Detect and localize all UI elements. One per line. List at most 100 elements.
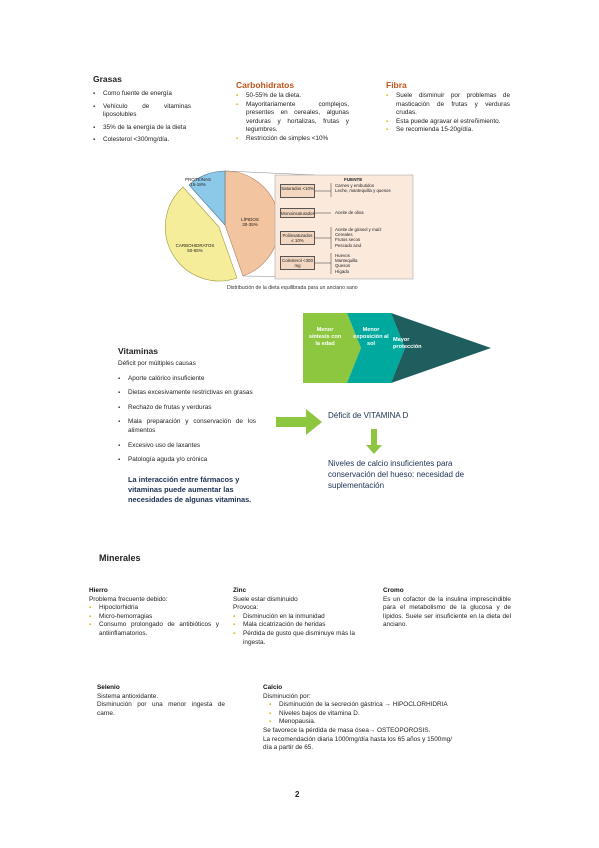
vitaminas-section: Vitaminas Déficit por múltiples causas A… (118, 346, 256, 505)
grasas-item: Como fuente de energía (93, 90, 191, 99)
cromo-title: Cromo (383, 587, 404, 594)
vitaminas-list: Aporte calórico insuficiente Dietas exce… (118, 375, 256, 465)
carbohidratos-item: Mayoritariamente complejos, presentes en… (236, 101, 349, 135)
calcio-line1: Se favorece la pérdida de masa ósea→ OST… (263, 726, 431, 734)
proteinas-value: 15-18% (190, 182, 206, 188)
calcio-item: Disminución de la secreción gástrica → H… (269, 701, 461, 710)
fat-type-box: Saturados <10% (280, 184, 315, 198)
food-item: Mantequilla (335, 258, 358, 264)
food-item: Cereales (335, 232, 353, 238)
hierro-intro: Problema frecuente debido: (89, 595, 168, 603)
chevron-1-text: Menor síntesis con la edad (308, 327, 342, 347)
vitaminas-item: Excesivo uso de laxantes (118, 442, 256, 451)
carbohidratos-section: Carbohidratos 50-55% de la dieta. Mayori… (236, 80, 349, 144)
proteinas-label-text: PROTEÍNAS (184, 177, 211, 182)
zinc-section: Zinc Suele estar disminuido Provoca: Dis… (233, 587, 357, 647)
zoom-line (224, 170, 316, 176)
zinc-title: Zinc (233, 587, 247, 594)
fibra-item: Esta puede agravar el estreñimiento. (386, 118, 510, 127)
grasas-item: Colesterol <300mg/día. (93, 136, 191, 145)
chevron-2-text: Menor exposición al sol (353, 327, 389, 347)
food-list: Aceite de girasol y maíz Cereales Frutos… (335, 227, 382, 248)
calcio-section: Calcio Disminución por: Disminución de l… (263, 684, 461, 753)
proteinas-label: PROTEÍNAS 15-18% (183, 177, 213, 187)
food-list: Huevos Mantequilla Quesos Hígado (335, 253, 357, 274)
chevron-1 (303, 313, 361, 383)
carbohidratos-label: CARBOHIDRATOS 50-55% (175, 243, 215, 253)
fibra-list: Suele disminuir por problemas de mastica… (386, 92, 510, 135)
food-item: Huevos (335, 253, 350, 258)
zinc-intro: Suele estar disminuido (233, 595, 298, 603)
chevron-2 (347, 313, 405, 383)
grasas-list: Como fuente de energía Vehículo de vitam… (93, 90, 191, 145)
food-item: Hígado (335, 268, 350, 274)
figure-caption: Distribución de la dieta equilibrada par… (227, 285, 358, 291)
calcio-title: Calcio (263, 684, 283, 691)
fat-type-box: Colesterol <300 mg (280, 256, 315, 270)
fat-type-box: Poliinsaturados ≤ 10% (280, 231, 315, 245)
zinc-item: Pérdida de gusto que disminuye más la in… (233, 630, 357, 647)
carbohidratos-list: 50-55% de la dieta. Mayoritariamente com… (236, 92, 349, 144)
hierro-item: Hipoclorhidria (89, 604, 219, 613)
carbohidratos-item: Restricción de simples <10% (236, 135, 349, 144)
arrow-right-icon (276, 409, 322, 435)
fibra-title: Fibra (386, 80, 407, 90)
zinc-item: Disminución en la inmunidad (233, 613, 357, 622)
grasas-section: Grasas Como fuente de energía Vehículo d… (93, 74, 191, 145)
food-item: Pescado azul (335, 242, 362, 248)
fibra-item: Se recomienda 15-20g/día. (386, 126, 510, 135)
selenio-section: Selenio Sistema antioxidante. Disminució… (97, 684, 225, 718)
cromo-text: Es un cofactor de la insulina imprescind… (383, 595, 511, 629)
zinc-intro2: Provoca: (233, 604, 259, 612)
vitd-chevrons (303, 313, 491, 383)
carbohidratos-label-text: CARBOHIDRATOS (175, 243, 215, 248)
arrow-down-icon (366, 429, 382, 454)
fuente-label: FUENTE (344, 177, 363, 182)
chevron-3 (391, 313, 491, 383)
food-list: Aceite de oliva (335, 210, 364, 215)
pie-slice-carbohidratos (165, 186, 238, 282)
calcio-line2: La recomendación diaria 1000mg/día hasta… (263, 735, 453, 752)
vitaminas-item: Rechazo de frutas y verduras (118, 404, 256, 413)
fibra-section: Fibra Suele disminuir por problemas de m… (386, 80, 510, 135)
calcio-item: Niveles bajos de vitamina D. (269, 710, 461, 719)
calcio-list: Disminución de la secreción gástrica → H… (263, 701, 461, 727)
fibra-item: Suele disminuir por problemas de mastica… (386, 92, 510, 118)
vitaminas-title: Vitaminas (118, 346, 159, 356)
food-list: Carnes y embutidos Leche, mantequilla y … (335, 183, 391, 193)
food-item: Aceite de oliva (335, 210, 364, 215)
diet-figure: PROTEÍNAS 15-18% LÍPIDOS 30-35% CARBOHID… (155, 165, 417, 295)
pie-slice-proteinas (188, 170, 226, 226)
vitaminas-note: La interacción entre fármacos y vitamina… (128, 474, 252, 504)
vitaminas-item: Mala preparación y conservación de los a… (118, 418, 256, 435)
carbohidratos-value: 50-55% (187, 248, 203, 254)
vitd-deficit: Déficit de VITAMINA D (328, 411, 409, 420)
lipidos-value: 30-35% (242, 222, 258, 228)
selenio-line: Disminución por una menor ingesta de car… (97, 701, 225, 717)
minerales-title: Minerales (99, 553, 141, 563)
vitaminas-item: Dietas excesivamente restrictivas en gra… (118, 389, 256, 398)
calcio-item: Menopausia. (269, 718, 461, 727)
food-item: Quesos (335, 263, 351, 269)
page-number: 2 (295, 790, 300, 799)
food-item: Frutos secos (335, 237, 361, 243)
cromo-section: Cromo Es un cofactor de la insulina impr… (383, 587, 511, 630)
vitaminas-intro: Déficit por múltiples causas (118, 360, 196, 367)
chevron-3-text: Mayor protección (393, 337, 422, 350)
calcio-intro: Disminución por: (263, 692, 311, 700)
carbohidratos-title: Carbohidratos (236, 80, 295, 90)
selenio-line: Sistema antioxidante. (97, 692, 159, 700)
zinc-list: Disminución en la inmunidad Mala cicatri… (233, 613, 357, 647)
hierro-section: Hierro Problema frecuente debido: Hipocl… (89, 587, 219, 639)
vitaminas-item: Aporte calórico insuficiente (118, 375, 256, 384)
carbohidratos-item: 50-55% de la dieta. (236, 92, 349, 101)
hierro-list: Hipoclorhidria Micro-hemorragias Consumo… (89, 604, 219, 638)
hierro-item: Micro-hemorragias (89, 613, 219, 622)
fat-type-box: Monoinsaturados (280, 208, 315, 218)
food-item: Aceite de girasol y maíz (335, 227, 382, 232)
selenio-title: Selenio (97, 684, 120, 691)
grasas-item: Vehículo de vitaminas liposolubles (93, 103, 191, 120)
vitd-consequence: Niveles de calcio insuficientes para con… (328, 459, 465, 490)
food-item: Carnes y embutidos (335, 183, 375, 188)
hierro-item: Consumo prolongado de antibióticos y ant… (89, 621, 219, 638)
